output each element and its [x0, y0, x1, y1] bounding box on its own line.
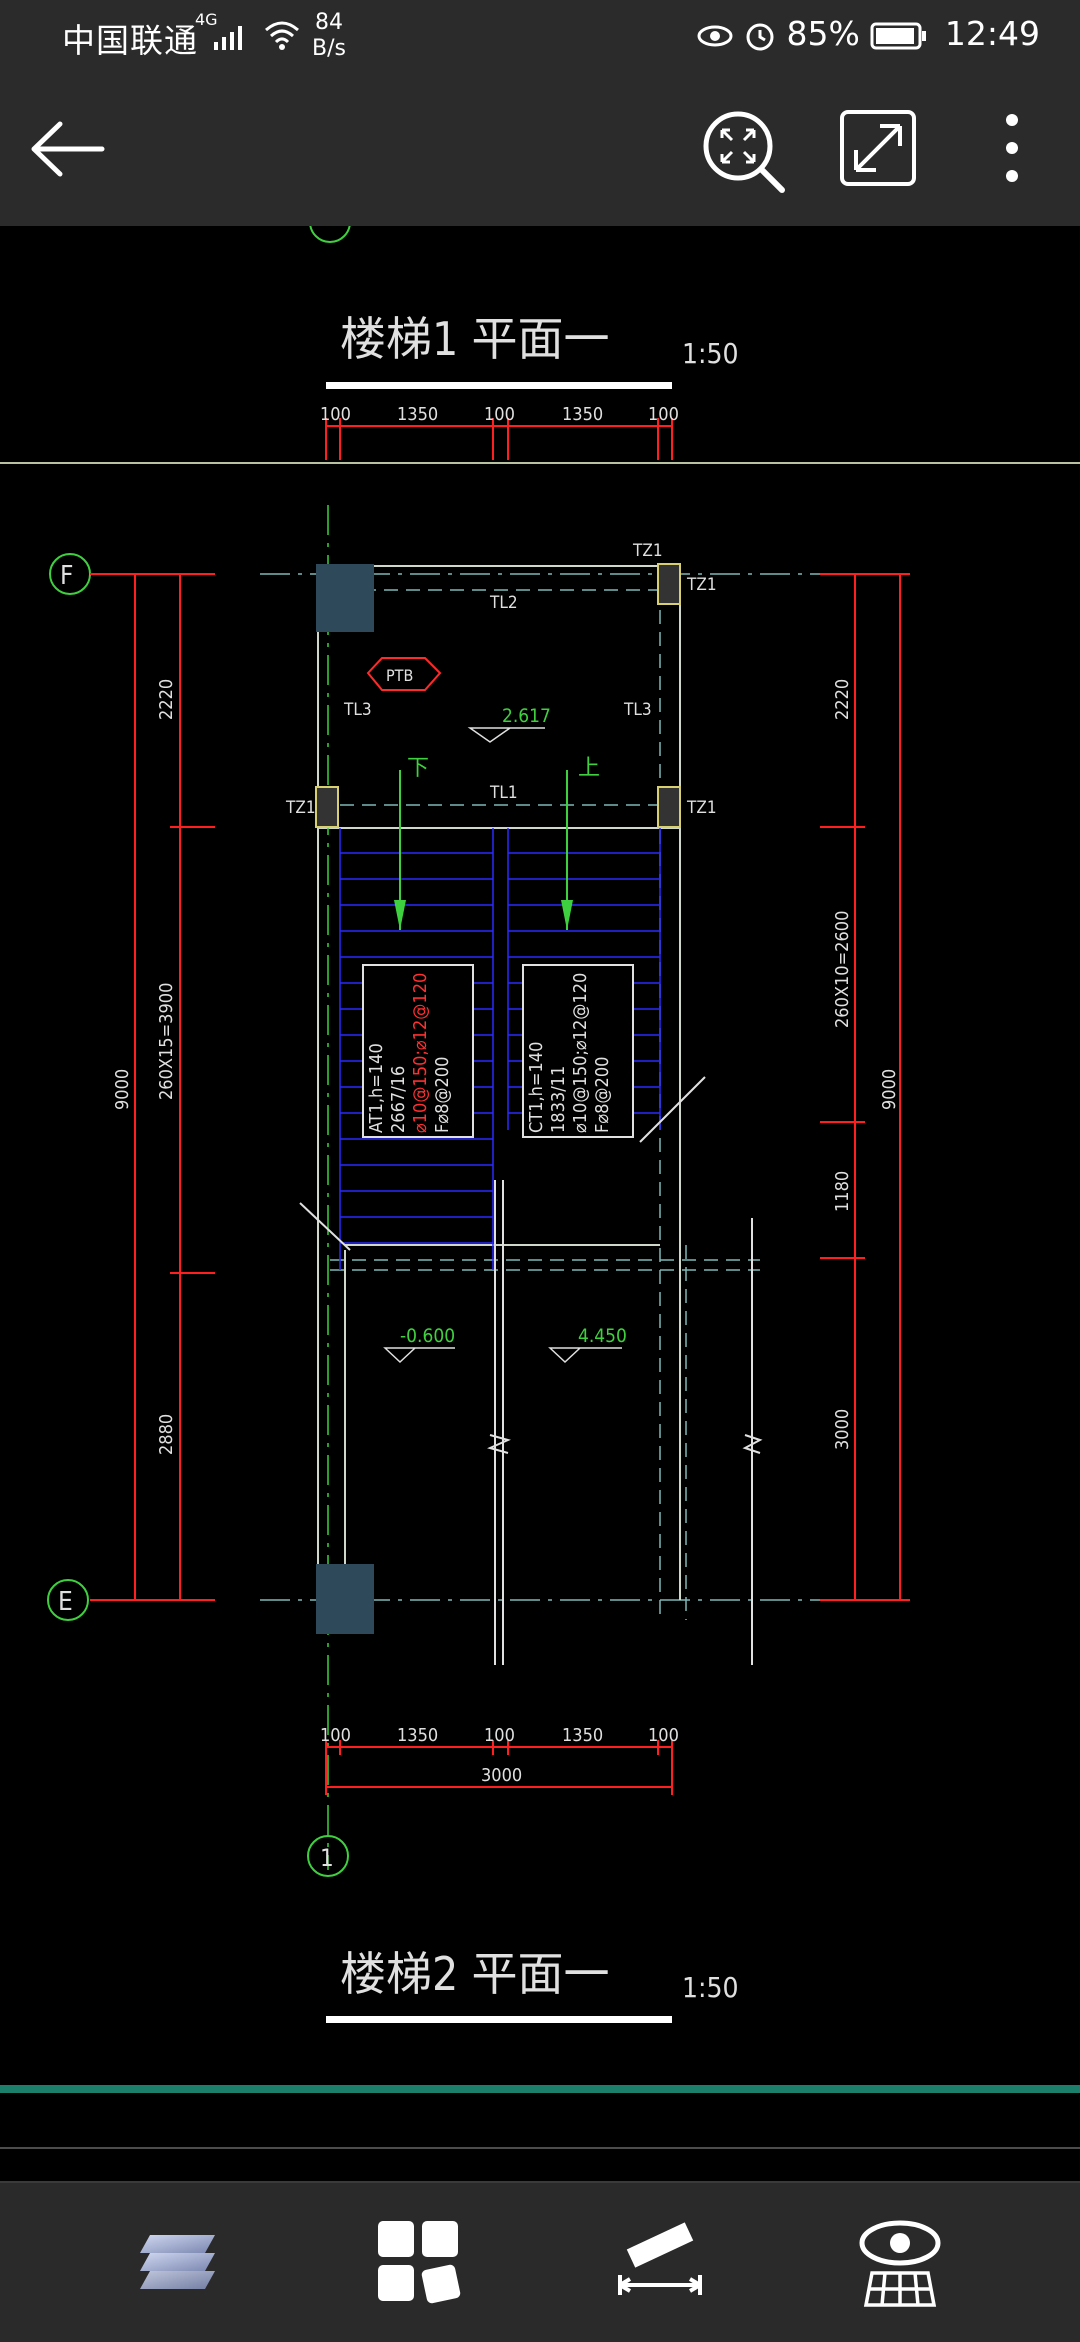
at1-line-3: ⌀10@150;⌀12@120: [410, 973, 431, 1133]
right-total: 9000: [879, 1069, 900, 1110]
layouts-grid-icon: [378, 2221, 461, 2304]
dim-bottom-1: 100: [320, 1725, 351, 1746]
dim-bottom-4: 1350: [562, 1725, 603, 1746]
left-dim-2: 260X15=3900: [156, 983, 177, 1100]
label-tl3-right: TL3: [623, 700, 652, 720]
battery-percent: 85%: [786, 14, 860, 53]
label-tl1: TL1: [489, 783, 518, 803]
title-underline-1: [326, 382, 672, 389]
dim-top-3: 100: [484, 404, 515, 425]
bottom-toolbar: [0, 2181, 1080, 2342]
layers-button[interactable]: [130, 2213, 230, 2313]
left-dim-1: 2220: [156, 679, 177, 720]
carrier-label: 中国联通: [62, 21, 198, 60]
ct1-line-4: F⌀8@200: [592, 1057, 613, 1133]
dim-top-4: 1350: [562, 404, 603, 425]
level-mid: 2.617: [502, 705, 551, 727]
clock: 12:49: [944, 14, 1040, 53]
at1-line-1: AT1,h=140: [366, 1043, 387, 1133]
tag-at1: [362, 964, 474, 1138]
zoom-extents-button[interactable]: [700, 108, 790, 198]
title-underline-2: [326, 2016, 672, 2023]
right-dim-1: 2220: [832, 679, 853, 720]
zoom-extents-icon: [703, 111, 785, 193]
dim-total-width: 3000: [481, 1765, 522, 1786]
dim-top-1: 100: [320, 404, 351, 425]
ruler-icon: [618, 2222, 702, 2295]
eye-icon: [697, 25, 733, 46]
signal-icon: [214, 26, 242, 50]
label-down: 下: [407, 756, 429, 781]
layouts-button[interactable]: [368, 2213, 468, 2313]
battery-icon: [870, 22, 927, 49]
left-dim-3: 2880: [156, 1414, 177, 1455]
network-type: 4G: [195, 10, 218, 29]
drawing-title-1: 楼梯1 平面一: [340, 312, 609, 366]
label-tz1-d: TZ1: [686, 798, 717, 818]
drawing-scale-2: 1:50: [682, 1971, 739, 2004]
more-button[interactable]: [992, 108, 1032, 188]
more-vert-icon: [1006, 114, 1018, 182]
column-bottom-left: [316, 1564, 374, 1634]
left-total: 9000: [112, 1069, 133, 1110]
ct1-line-1: CT1,h=140: [526, 1042, 547, 1133]
column-top-left: [316, 564, 374, 632]
label-tl2: TL2: [489, 593, 518, 613]
drawing-canvas[interactable]: 楼梯1 平面一 1:50 100 1350 100 1350 100 F E 2…: [0, 226, 1080, 2181]
net-speed: 84 B/s: [312, 10, 346, 62]
ct1-line-2: 1833/11: [548, 1066, 569, 1133]
right-dim-4: 3000: [832, 1409, 853, 1450]
dim-bottom-3: 100: [484, 1725, 515, 1746]
level-left: -0.600: [400, 1325, 455, 1347]
tag-ct1: [522, 964, 634, 1138]
at1-line-4: F⌀8@200: [432, 1057, 453, 1133]
dim-bottom-2: 1350: [397, 1725, 438, 1746]
top-toolbar: [0, 74, 1080, 226]
cad-drawing: 楼梯1 平面一 1:50 100 1350 100 1350 100 F E 2…: [0, 226, 1080, 2149]
measure-button[interactable]: [610, 2213, 710, 2313]
right-dim-2: 260X10=2600: [832, 911, 853, 1028]
net-speed-unit: B/s: [312, 36, 346, 61]
fullscreen-button[interactable]: [838, 108, 918, 188]
level-right: 4.450: [578, 1325, 627, 1347]
drawing-scale-1: 1:50: [682, 337, 739, 370]
eye-grid-icon: [859, 2220, 941, 2307]
grid-label-F: F: [60, 561, 73, 591]
net-speed-value: 84: [314, 10, 343, 35]
drawing-title-2: 楼梯2 平面一: [340, 1947, 609, 2001]
dim-bottom-5: 100: [648, 1725, 679, 1746]
right-dim-3: 1180: [832, 1171, 853, 1212]
back-arrow-icon: [31, 121, 105, 177]
ptb-label: PTB: [386, 666, 413, 685]
dim-top-5: 100: [648, 404, 679, 425]
alarm-icon: [746, 23, 774, 50]
grid-label-E: E: [58, 1587, 73, 1617]
label-tl3-left: TL3: [343, 700, 372, 720]
ct1-line-3: ⌀10@150;⌀12@120: [570, 973, 591, 1133]
grid-bubble-top: [309, 226, 351, 243]
label-tz1-b: TZ1: [686, 575, 717, 595]
ptb-tag: [366, 657, 442, 691]
grid-label-1: 1: [320, 1844, 334, 1872]
label-tz1-c: TZ1: [285, 798, 316, 818]
status-bar: 中国联通 4G 84 B/s 85% 12:49: [0, 0, 1080, 74]
at1-line-2: 2667/16: [388, 1066, 409, 1133]
view-button[interactable]: [850, 2213, 950, 2313]
wifi-icon: [265, 21, 299, 50]
status-right: 85% 12:49: [696, 14, 1040, 53]
expand-icon: [840, 110, 916, 186]
dim-top-2: 1350: [397, 404, 438, 425]
label-tz1-a: TZ1: [632, 541, 663, 561]
layers-icon: [140, 2235, 215, 2289]
back-button[interactable]: [20, 104, 110, 194]
label-up: 上: [578, 756, 600, 781]
